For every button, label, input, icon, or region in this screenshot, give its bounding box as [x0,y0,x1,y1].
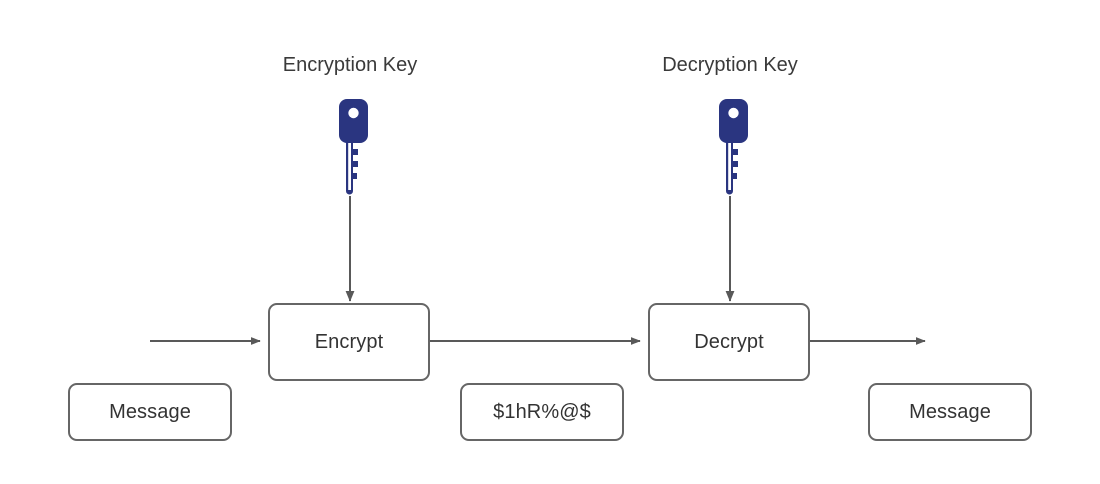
plaintext-output-box[interactable]: Message [868,383,1032,441]
key-icon [339,99,368,195]
key-icon [719,99,748,195]
decryption-key-label: Decryption Key [662,54,798,76]
encrypt-process-box[interactable]: Encrypt [268,303,430,381]
encryption-key-label: Encryption Key [282,54,418,76]
decrypt-process-box[interactable]: Decrypt [648,303,810,381]
plaintext-input-box[interactable]: Message [68,383,232,441]
ciphertext-box[interactable]: $1hR%@$ [460,383,624,441]
